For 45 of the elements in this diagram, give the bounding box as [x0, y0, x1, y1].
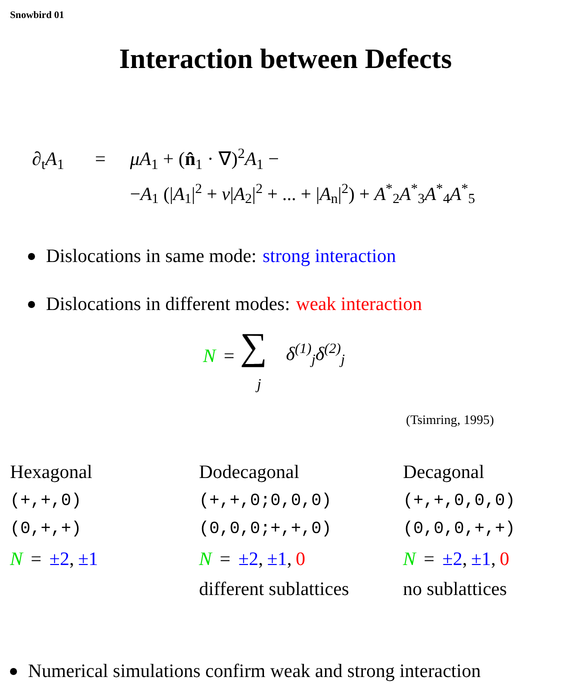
note-text: no sublattices — [403, 578, 507, 602]
sum-symbol: ∑ — [240, 328, 268, 366]
mode-vector: (0,+,+) — [10, 519, 82, 540]
highlighted-text: strong interaction — [262, 245, 396, 269]
mode-vector: (0,0,0;+,+,0) — [199, 519, 332, 540]
math-value: ±1 — [267, 548, 288, 572]
column-heading: Hexagonal — [10, 461, 92, 485]
math-value: 0 — [500, 548, 510, 572]
highlighted-text: weak interaction — [296, 293, 422, 317]
slide-title: Interaction between Defects — [118, 43, 453, 77]
math-symbol: , — [258, 548, 264, 572]
column-heading: Dodecagonal — [199, 461, 300, 485]
math-value: ±2 — [442, 548, 462, 572]
math-value: ±2 — [49, 548, 70, 572]
math-symbol: N — [199, 548, 212, 572]
math-symbol: , — [287, 548, 292, 572]
math-value: ±1 — [78, 548, 98, 572]
mode-vector: (+,+,0;0,0,0) — [199, 491, 332, 512]
math-expression: μA$_{1}$ + (n̂$_{1}$ · ∇)$^{2}$A$_{1}$ − — [130, 148, 280, 172]
math-symbol: j — [257, 376, 262, 395]
math-symbol: = — [224, 345, 234, 369]
math-symbol: , — [462, 548, 468, 572]
header-text: Snowbird 01 — [10, 10, 64, 22]
bullet-text: Dislocations in same mode: — [46, 245, 257, 269]
math-symbol: = — [424, 548, 434, 572]
math-symbol: N — [403, 548, 416, 572]
math-symbol: = — [95, 148, 106, 172]
math-symbol: N — [203, 345, 216, 369]
mode-vector: (0,0,0,+,+) — [403, 519, 516, 540]
bullet-text: Dislocations in different modes: — [46, 293, 290, 317]
math-symbol: N — [10, 548, 23, 572]
math-value: ±1 — [471, 548, 492, 572]
math-value: ±2 — [238, 548, 258, 572]
math-expression: ∂$_{t}$A$_{1}$ — [32, 148, 64, 172]
bullet-text: Numerical simulations confirm weak and strong interaction — [28, 660, 481, 684]
mode-vector: (+,+,0,0,0) — [403, 491, 516, 512]
note-text: different sublattices — [199, 578, 350, 602]
citation-text: (Tsimring, 1995) — [406, 412, 494, 428]
math-symbol: , — [491, 548, 496, 572]
mode-vector: (+,+,0) — [10, 491, 82, 512]
math-symbol: = — [220, 548, 230, 572]
math-symbol: = — [30, 548, 42, 572]
math-value: 0 — [296, 548, 306, 572]
column-heading: Decagonal — [403, 461, 484, 485]
math-symbol: , — [69, 548, 74, 572]
